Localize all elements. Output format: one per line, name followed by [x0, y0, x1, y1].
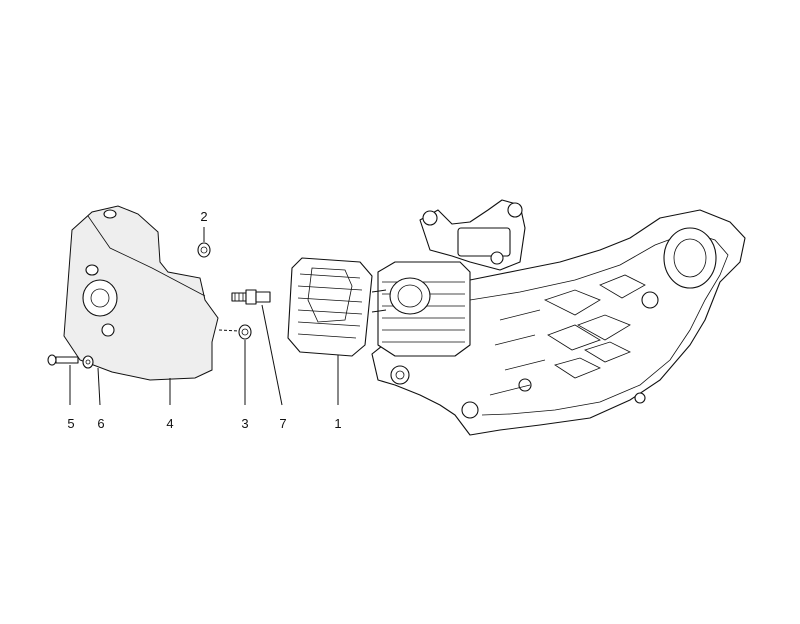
nut-part-2	[197, 227, 211, 258]
nut-part-3	[218, 324, 252, 405]
engine-crankcase	[371, 199, 746, 436]
washer	[82, 355, 101, 406]
part-label-7: 7	[279, 416, 286, 431]
part-label-1: 1	[334, 416, 341, 431]
cylinder-head	[287, 257, 373, 405]
part-label-4: 4	[166, 416, 173, 431]
cylinder-cover	[63, 205, 219, 405]
part-label-6: 6	[97, 416, 104, 431]
spark-plug	[231, 289, 283, 406]
bolt	[47, 354, 79, 405]
part-label-2: 2	[200, 209, 207, 224]
engine-cylinder	[371, 261, 471, 357]
part-label-3: 3	[241, 416, 248, 431]
part-label-5: 5	[67, 416, 74, 431]
